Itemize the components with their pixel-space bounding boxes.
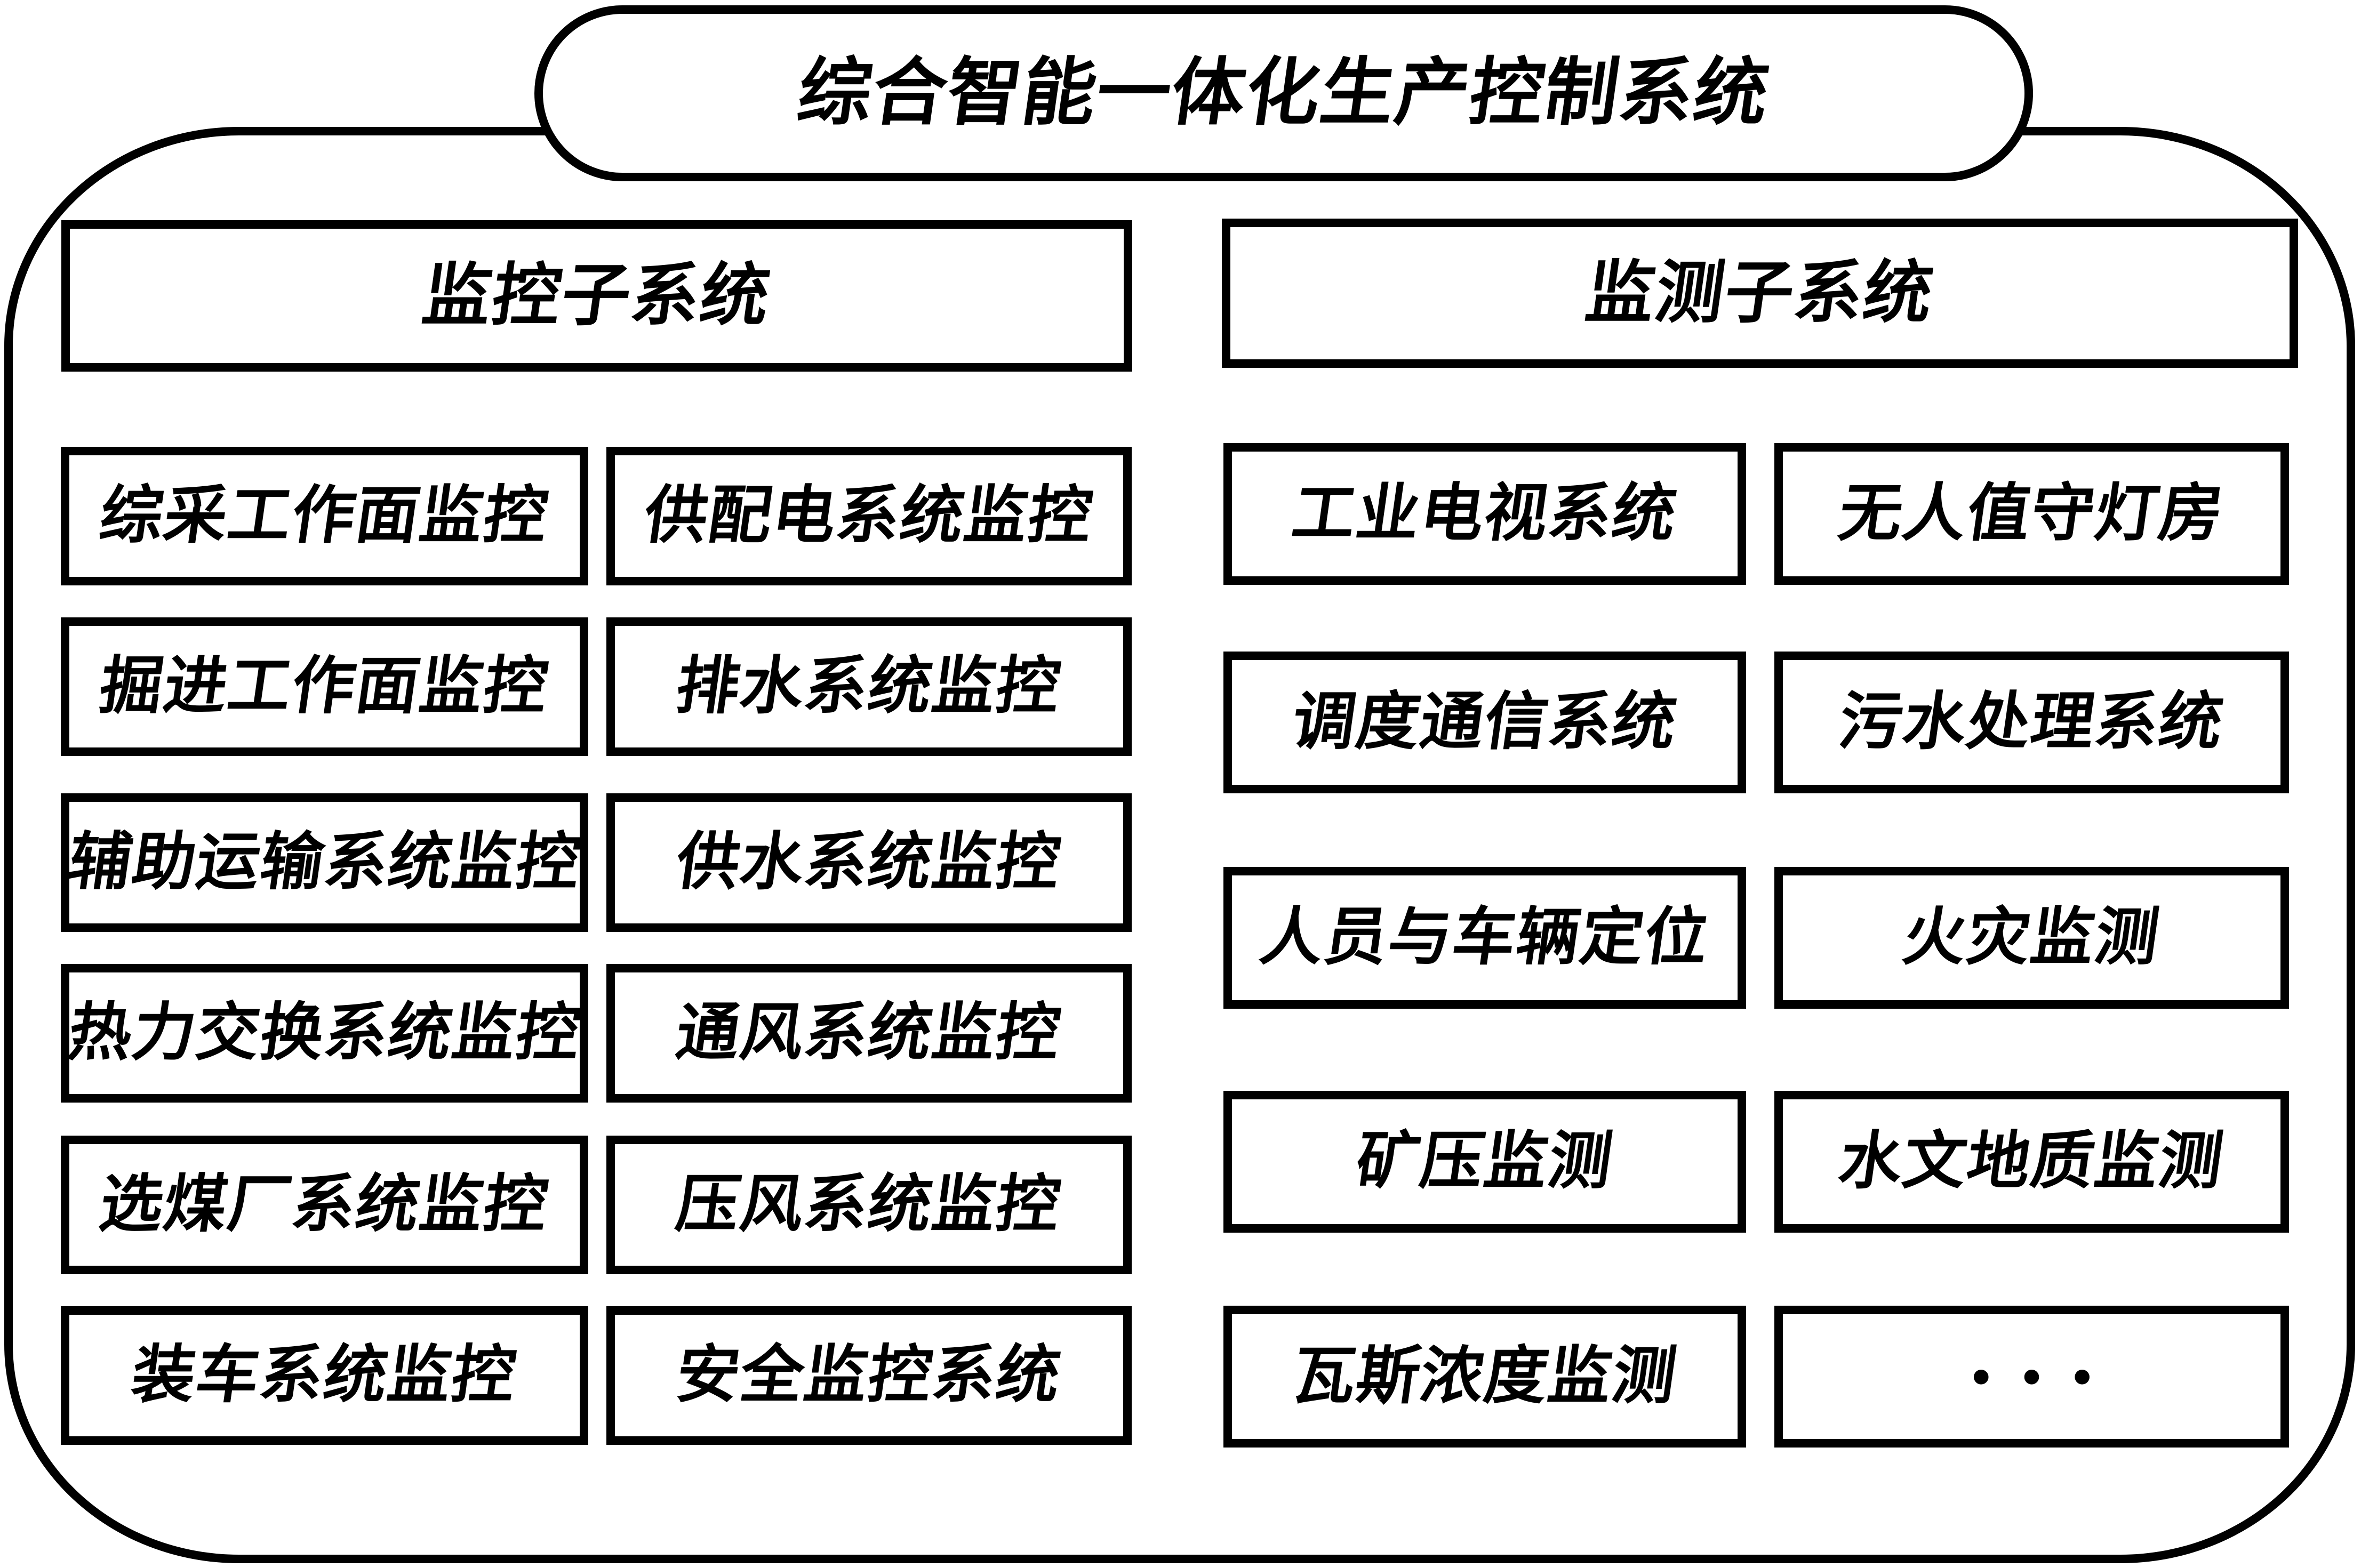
- detect-box-mine-pressure: 矿压监测: [1223, 1091, 1746, 1233]
- monitor-box-water-supply: 供水系统监控: [606, 793, 1132, 932]
- right-subsystem-header-box: 监测子系统: [1222, 219, 2298, 368]
- box-label: 热力交换系统监控: [63, 998, 586, 1068]
- detect-box-personnel-vehicle-positioning: 人员与车辆定位: [1223, 867, 1746, 1009]
- box-label: 安全监控系统: [672, 1340, 1066, 1410]
- box-label: 污水处理系统: [1835, 687, 2229, 757]
- box-label: 火灾监测: [1899, 903, 2165, 972]
- right-subsystem-header-label: 监测子系统: [1581, 255, 1939, 331]
- monitor-box-drainage: 排水系统监控: [606, 617, 1132, 756]
- box-label: 排水系统监控: [672, 652, 1066, 721]
- monitor-box-heading-face: 掘进工作面监控: [61, 617, 588, 756]
- monitor-box-power-supply: 供配电系统监控: [606, 447, 1132, 585]
- box-label: 压风系统监控: [672, 1170, 1066, 1240]
- box-label: 工业电视系统: [1287, 479, 1682, 549]
- box-label: 通风系统监控: [672, 998, 1066, 1068]
- box-label: 调度通信系统: [1287, 687, 1682, 757]
- box-label: 人员与车辆定位: [1255, 903, 1714, 972]
- left-subsystem-header-label: 监控子系统: [418, 258, 775, 334]
- detect-box-industrial-tv: 工业电视系统: [1223, 443, 1746, 585]
- box-label: 瓦斯浓度监测: [1287, 1341, 1682, 1411]
- monitor-box-coal-preparation-plant: 选煤厂系统监控: [61, 1136, 588, 1274]
- detect-box-gas-concentration: 瓦斯浓度监测: [1223, 1306, 1746, 1448]
- box-label: 装车系统监控: [127, 1340, 522, 1410]
- detect-box-dispatch-communication: 调度通信系统: [1223, 652, 1746, 793]
- box-label: 选煤厂系统监控: [95, 1170, 554, 1240]
- detect-box-sewage-treatment: 污水处理系统: [1774, 652, 2289, 793]
- monitor-box-heat-exchange: 热力交换系统监控: [61, 964, 588, 1103]
- title-capsule: 综合智能一体化生产控制系统: [534, 5, 2033, 181]
- diagram-title: 综合智能一体化生产控制系统: [793, 52, 1775, 134]
- box-label: 水文地质监测: [1835, 1127, 2229, 1196]
- ellipsis-label: ···: [1966, 1326, 2118, 1427]
- monitor-box-compressed-air: 压风系统监控: [606, 1136, 1132, 1274]
- detect-box-fire-monitoring: 火灾监测: [1774, 867, 2289, 1009]
- detect-box-hydrogeology: 水文地质监测: [1774, 1091, 2289, 1233]
- monitor-box-fully-mechanized-face: 综采工作面监控: [61, 447, 588, 585]
- box-label: 供配电系统监控: [640, 481, 1098, 551]
- box-label: 供水系统监控: [672, 827, 1066, 897]
- box-label: 掘进工作面监控: [95, 652, 554, 721]
- left-subsystem-header-box: 监控子系统: [61, 220, 1132, 372]
- monitor-box-ventilation: 通风系统监控: [606, 964, 1132, 1103]
- monitor-box-loading-system: 装车系统监控: [61, 1306, 588, 1445]
- detect-box-ellipsis-more: ···: [1774, 1306, 2289, 1448]
- monitor-box-safety-monitoring: 安全监控系统: [606, 1306, 1132, 1445]
- box-label: 无人值守灯房: [1835, 479, 2229, 549]
- box-label: 辅助运输系统监控: [63, 827, 586, 897]
- box-label: 矿压监测: [1351, 1127, 1618, 1196]
- box-label: 综采工作面监控: [95, 481, 554, 551]
- monitor-box-auxiliary-transport: 辅助运输系统监控: [61, 793, 588, 932]
- detect-box-unattended-lamp-room: 无人值守灯房: [1774, 443, 2289, 585]
